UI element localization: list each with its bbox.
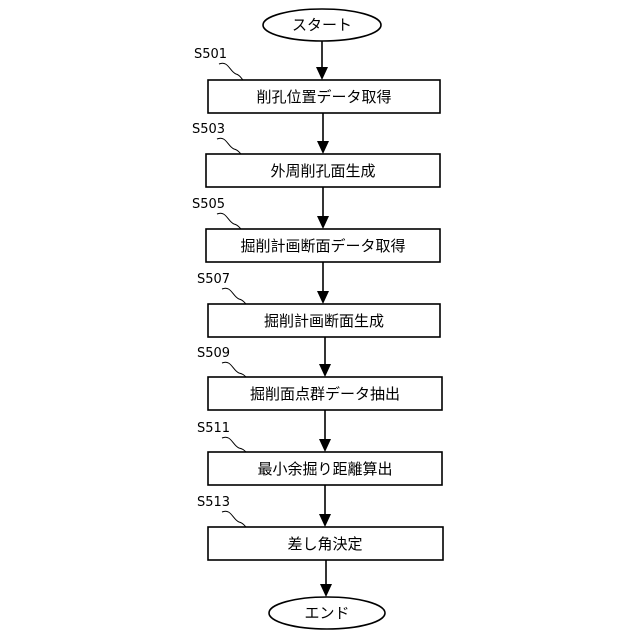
step-id-s511: S511 [197, 421, 246, 452]
process-step-s513: 差し角決定 [208, 527, 443, 560]
connector-s513-end [320, 560, 332, 597]
step-id-label: S511 [197, 421, 230, 436]
connector-s511-s513 [319, 485, 331, 527]
connector-s503-s505 [317, 187, 329, 229]
process-step-label: 削孔位置データ取得 [256, 88, 391, 106]
step-id-s501: S501 [194, 47, 243, 80]
connector-start-s501 [316, 41, 328, 80]
step-id-s505: S505 [192, 197, 241, 229]
start-label: スタート [292, 16, 352, 34]
start-terminal: スタート [263, 9, 381, 41]
process-step-s509: 掘削面点群データ抽出 [208, 377, 442, 410]
step-id-s509: S509 [197, 346, 246, 377]
step-id-s503: S503 [192, 122, 241, 154]
step-id-label: S513 [197, 495, 230, 510]
connector-s501-s503 [317, 113, 329, 154]
connector-s505-s507 [317, 262, 329, 304]
step-id-label: S507 [197, 272, 230, 287]
connector-s509-s511 [319, 410, 331, 452]
step-id-label: S503 [192, 122, 225, 137]
process-step-s505: 掘削計画断面データ取得 [206, 229, 440, 262]
step-id-label: S505 [192, 197, 225, 212]
process-step-s511: 最小余掘り距離算出 [208, 452, 442, 485]
process-step-label: 差し角決定 [287, 535, 362, 553]
end-label: エンド [304, 604, 349, 622]
end-terminal: エンド [269, 597, 385, 629]
step-id-s513: S513 [197, 495, 246, 527]
process-step-s503: 外周削孔面生成 [206, 154, 440, 187]
process-step-label: 掘削計画断面データ取得 [240, 237, 405, 255]
process-step-label: 最小余掘り距離算出 [257, 460, 392, 478]
process-step-s501: 削孔位置データ取得 [208, 80, 440, 113]
process-step-label: 外周削孔面生成 [270, 162, 375, 180]
process-step-label: 掘削面点群データ抽出 [250, 385, 400, 403]
process-step-label: 掘削計画断面生成 [264, 312, 384, 330]
process-step-s507: 掘削計画断面生成 [208, 304, 440, 337]
step-id-label: S509 [197, 346, 230, 361]
connector-s507-s509 [319, 337, 331, 377]
step-id-label: S501 [194, 47, 227, 62]
step-id-s507: S507 [197, 272, 246, 304]
